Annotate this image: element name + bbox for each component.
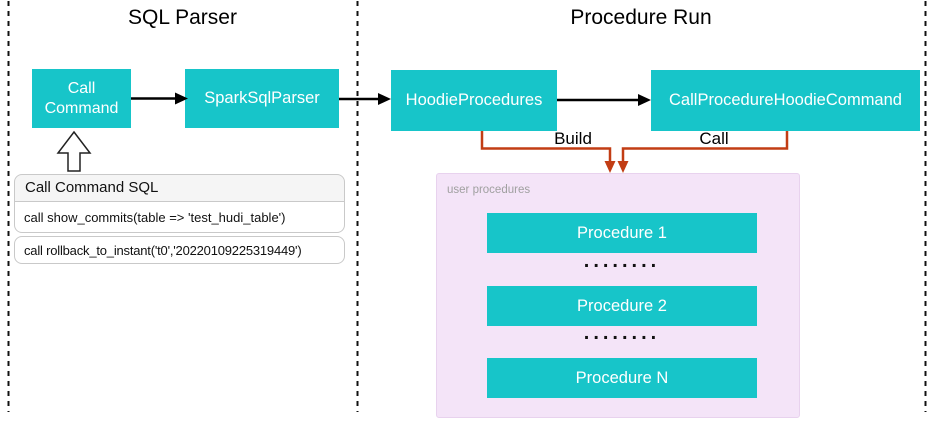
user-procedures-container: user procedures Procedure 1 ........ Pro…	[436, 173, 800, 418]
procedure-1-node: Procedure 1	[487, 213, 757, 253]
sql-table-header: Call Command SQL	[14, 174, 345, 202]
hoodieprocedures-node: HoodieProcedures	[391, 70, 557, 131]
callprocedurehoodiecommand-node: CallProcedureHoodieCommand	[651, 70, 920, 131]
sql-table-row: call show_commits(table => 'test_hudi_ta…	[14, 202, 345, 233]
call-edge-label: Call	[699, 129, 729, 148]
ellipsis-dots: ........	[583, 322, 661, 344]
arrow-hoodieprocedures-to-callprocedurehoodiecommand	[557, 94, 651, 106]
arrow-callcommand-to-sparksqlparser	[131, 92, 188, 105]
call-command-sql-table: Call Command SQL call show_commits(table…	[14, 174, 345, 264]
sparksqlparser-node: SparkSqlParser	[185, 69, 339, 128]
arrow-sparksqlparser-to-hoodieprocedures	[339, 93, 391, 105]
sql-table-row: call rollback_to_instant('t0','202201092…	[14, 236, 345, 264]
user-procedures-label: user procedures	[447, 184, 531, 196]
procedure-2-node: Procedure 2	[487, 286, 757, 326]
build-edge-label: Build	[554, 129, 592, 148]
call-command-node: Call Command	[32, 69, 131, 128]
procedure-n-node: Procedure N	[487, 358, 757, 398]
procedure-run-section-title: Procedure Run	[570, 6, 712, 29]
hollow-up-arrow	[56, 130, 92, 172]
ellipsis-dots: ........	[583, 250, 661, 272]
sql-parser-section-title: SQL Parser	[128, 6, 237, 29]
